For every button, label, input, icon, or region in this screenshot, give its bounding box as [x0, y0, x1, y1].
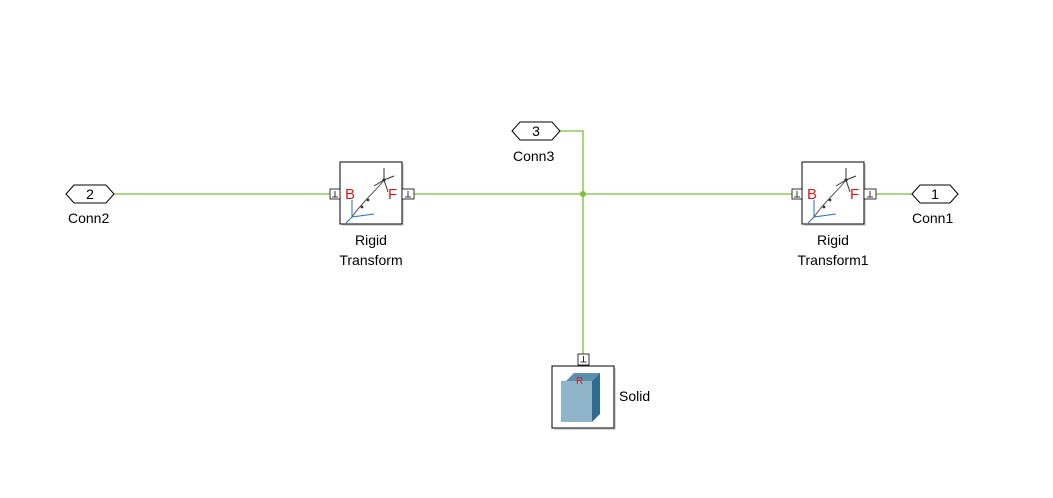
svg-text:R: R [576, 376, 583, 387]
conn2-number: 2 [86, 186, 94, 202]
rigid-transform-name: Rigid Transform [321, 230, 421, 270]
rigid-transform-port-b[interactable] [329, 188, 341, 200]
connection-lines [114, 130, 912, 354]
rigid-transform-name-line2: Transform [339, 252, 403, 268]
solid-block[interactable]: R [551, 353, 616, 430]
conn1-number: 1 [931, 186, 939, 202]
solid-port-r[interactable] [577, 353, 590, 366]
rigid-transform-block[interactable]: B F [329, 161, 415, 226]
rigid-transform1-name-line1: Rigid [817, 232, 849, 248]
connection-conn3-to-junction[interactable] [560, 130, 584, 194]
rigid-transform1-block[interactable]: B F [791, 161, 877, 226]
rigid-transform1-port-b[interactable] [791, 188, 803, 200]
connection-port-conn3[interactable]: 3 [511, 121, 561, 141]
branch-junction-dot [580, 191, 586, 197]
rigid-transform1-follower-port-label: F [850, 186, 859, 203]
rigid-transform1-name: Rigid Transform1 [783, 230, 883, 270]
rigid-transform1-base-port-label: B [807, 186, 817, 203]
rigid-transform-base-port-label: B [345, 186, 355, 203]
rigid-transform-follower-port-label: F [388, 186, 397, 203]
conn1-label: Conn1 [912, 210, 954, 226]
conn2-label: Conn2 [68, 210, 110, 226]
solid-cube-icon: R [561, 373, 600, 422]
solid-name: Solid [619, 388, 651, 404]
rigid-transform1-port-f[interactable] [863, 188, 877, 200]
rigid-transform-port-f[interactable] [401, 188, 415, 200]
conn3-label: Conn3 [513, 148, 555, 164]
rigid-transform1-name-line2: Transform1 [797, 252, 869, 268]
connection-port-conn2[interactable]: 2 [65, 184, 115, 204]
connection-port-conn1[interactable]: 1 [911, 184, 959, 204]
rigid-transform-name-line1: Rigid [355, 232, 387, 248]
conn3-number: 3 [532, 123, 540, 139]
